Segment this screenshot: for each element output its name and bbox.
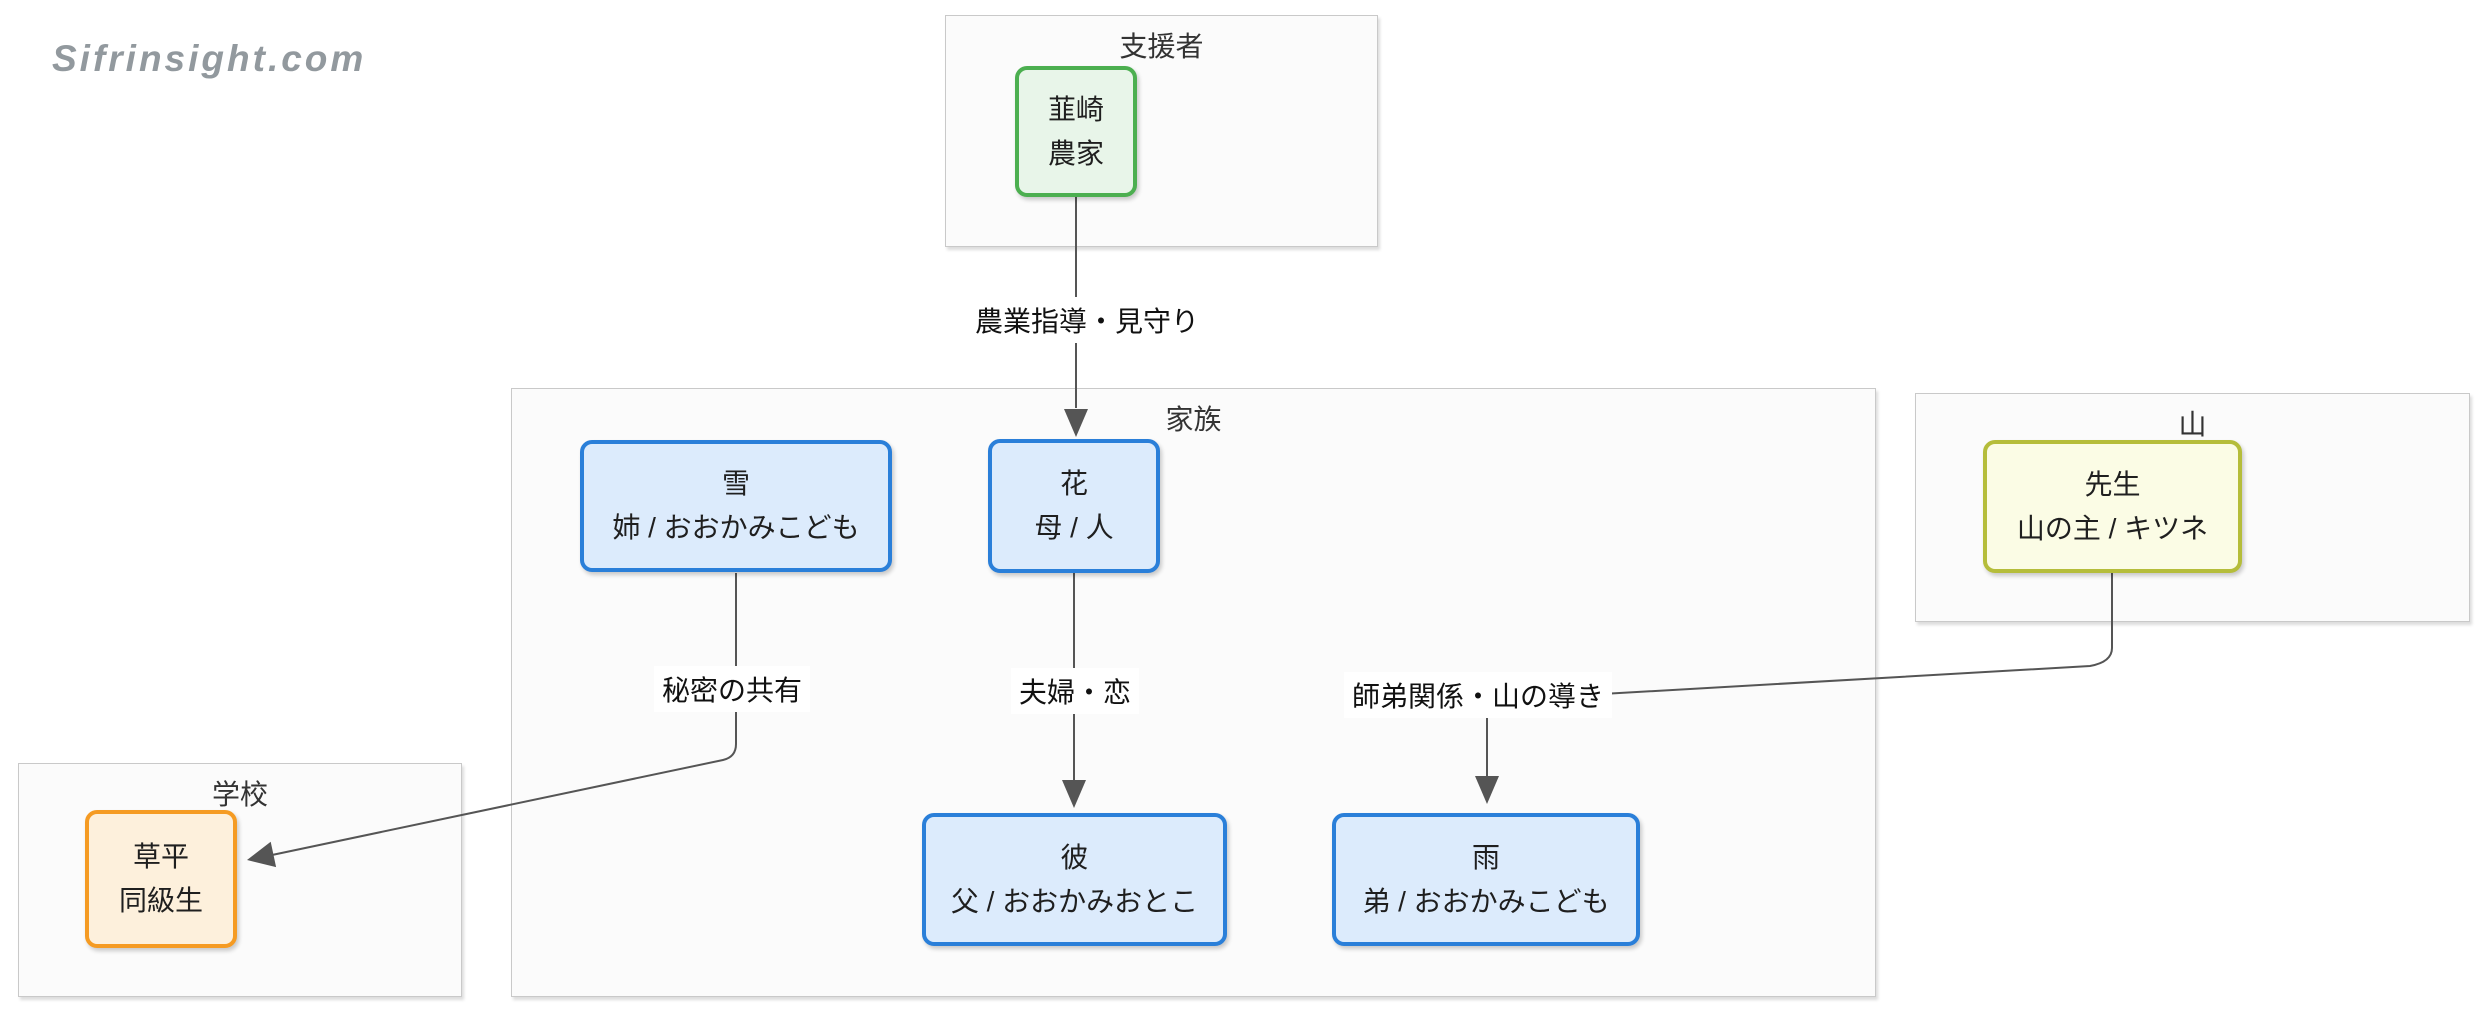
arrowhead-couple xyxy=(1062,780,1086,808)
arrowhead-secret xyxy=(247,841,277,868)
edge-line-secret xyxy=(271,573,737,856)
group-family-label: 家族 xyxy=(1165,404,1222,435)
node-ame: 雨 弟 / おおかみこども xyxy=(1332,813,1640,946)
node-ame-role: 弟 / おおかみこども xyxy=(1362,885,1610,917)
node-nirasaki-farmers: 韮崎 農家 xyxy=(1015,66,1137,197)
node-hana: 花 母 / 人 xyxy=(988,439,1160,573)
node-hana-role: 母 / 人 xyxy=(1034,512,1114,543)
node-kare: 彼 父 / おおかみおとこ xyxy=(922,813,1227,946)
group-supporters-label: 支援者 xyxy=(1119,31,1204,62)
watermark-text: Sifrinsight.com xyxy=(52,38,367,79)
node-sensei: 先生 山の主 / キツネ xyxy=(1983,440,2242,573)
node-kare-role: 父 / おおかみおとこ xyxy=(950,885,1199,917)
node-nirasaki-line2: 農家 xyxy=(1047,137,1104,169)
node-yuki-name: 雪 xyxy=(721,468,750,499)
edge-label-farming: 農業指導・見守り xyxy=(966,297,1208,343)
node-nirasaki-line1: 韮崎 xyxy=(1047,93,1104,125)
node-souhei: 草平 同級生 xyxy=(85,810,237,948)
arrowhead-mentor xyxy=(1475,776,1499,804)
node-yuki: 雪 姉 / おおかみこども xyxy=(580,440,892,572)
node-yuki-role: 姉 / おおかみこども xyxy=(612,512,860,543)
node-souhei-name: 草平 xyxy=(132,841,189,872)
node-hana-name: 花 xyxy=(1059,468,1088,499)
group-school-label: 学校 xyxy=(211,779,268,810)
edge-label-secret: 秘密の共有 xyxy=(653,666,811,712)
edge-label-couple: 夫婦・恋 xyxy=(1010,668,1140,714)
node-sensei-name: 先生 xyxy=(2084,468,2141,500)
node-sensei-role: 山の主 / キツネ xyxy=(2016,512,2209,544)
group-mountain-label: 山 xyxy=(2178,409,2207,440)
node-kare-name: 彼 xyxy=(1060,841,1089,873)
edge-label-mentor: 師弟関係・山の導き xyxy=(1343,672,1613,718)
node-ame-name: 雨 xyxy=(1471,841,1500,873)
arrowhead-farming xyxy=(1064,409,1088,437)
node-souhei-role: 同級生 xyxy=(118,885,203,916)
